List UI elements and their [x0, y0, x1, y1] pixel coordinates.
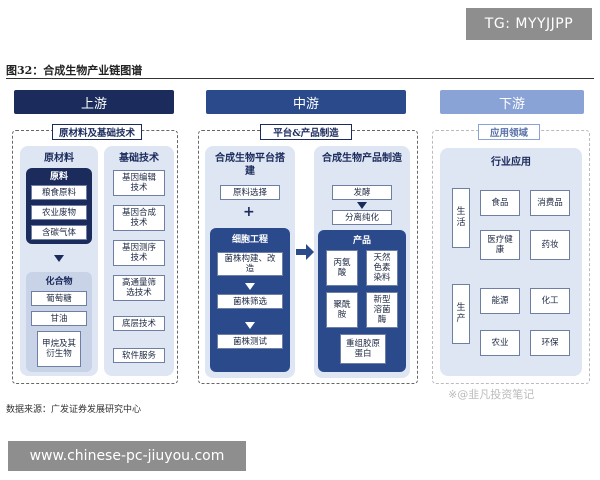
products-title: 产品 [352, 236, 371, 246]
product-title: 合成生物产品制造 [322, 153, 402, 164]
plus-icon: + [243, 204, 255, 220]
product-item: 重组胶原蛋白 [340, 334, 386, 364]
life-label: 生活 [452, 188, 470, 248]
compound-item: 甘油 [31, 311, 87, 326]
arrow-down-icon [245, 322, 255, 329]
product-item: 天然色素染料 [366, 250, 398, 286]
product-item: 丙氨酸 [326, 250, 358, 286]
header-downstream: 下游 [440, 90, 584, 114]
tech-item: 高通量筛选技术 [113, 275, 165, 301]
cell-step: 菌株筛选 [217, 294, 283, 309]
tech-item: 基因编辑技术 [113, 170, 165, 196]
process-step: 分离纯化 [332, 210, 392, 225]
data-source: 数据来源：广发证券发展研究中心 [6, 405, 142, 415]
title-divider [6, 78, 594, 79]
process-step: 发酵 [332, 185, 392, 200]
header-midstream: 中游 [206, 90, 406, 114]
tech-item: 底层技术 [113, 316, 165, 331]
figure-title: 图32：合成生物产业链图谱 [6, 64, 143, 77]
arrow-down-icon [245, 283, 255, 290]
arrow-down-icon [54, 255, 64, 262]
raw-material-item: 含碳气体 [31, 225, 87, 240]
tech-item: 软件服务 [113, 348, 165, 363]
material-select-box: 原料选择 [220, 185, 280, 200]
arrow-down-icon [357, 202, 367, 209]
arrow-right-icon [296, 244, 314, 260]
compound-item: 葡萄糖 [31, 291, 87, 306]
life-item: 食品 [480, 190, 520, 216]
tag-upstream: 原材料及基础技术 [52, 124, 142, 140]
life-item: 消费品 [530, 190, 570, 216]
materials-title: 原材料 [44, 153, 74, 164]
product-item: 新型溶菌酶 [366, 292, 398, 328]
cell-step: 菌株测试 [217, 334, 283, 349]
cell-step: 菌株构建、改造 [217, 252, 283, 276]
watermark-author: ※@韭凡投资笔记 [448, 388, 535, 401]
cell-engineering-title: 细胞工程 [231, 235, 268, 245]
tag-midstream: 平台&产品制造 [260, 124, 352, 140]
tech-title: 基础技术 [119, 153, 159, 164]
tech-item: 基因测序技术 [113, 240, 165, 266]
production-item: 农业 [480, 330, 520, 356]
production-item: 化工 [530, 288, 570, 314]
compound-item: 甲烷及其衍生物 [37, 331, 81, 367]
watermark-top: TG: MYYJJPP [466, 8, 592, 40]
compound-title: 化合物 [45, 277, 73, 287]
life-item: 药妆 [530, 230, 570, 260]
tech-item: 基因合成技术 [113, 205, 165, 231]
production-label: 生产 [452, 284, 470, 344]
production-item: 能源 [480, 288, 520, 314]
platform-title: 合成生物平台搭建 [215, 153, 285, 177]
raw-material-item: 农业废物 [31, 205, 87, 220]
life-item: 医疗健康 [480, 230, 520, 260]
raw-material-item: 粮食原料 [31, 185, 87, 200]
watermark-bottom: www.chinese-pc-jiuyou.com [8, 441, 246, 471]
product-item: 聚酰胺 [326, 292, 358, 328]
raw-material-title: 原料 [49, 172, 68, 182]
tag-downstream: 应用领域 [478, 124, 540, 140]
production-item: 环保 [530, 330, 570, 356]
header-upstream: 上游 [14, 90, 174, 114]
application-title: 行业应用 [491, 157, 531, 168]
